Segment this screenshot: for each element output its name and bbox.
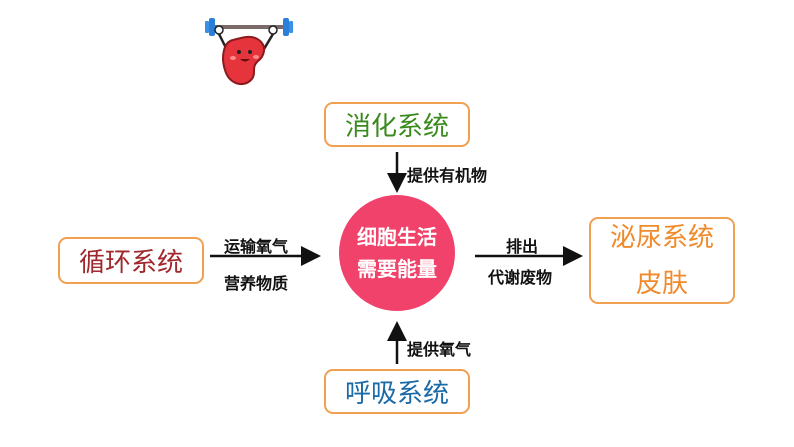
excretory-box: 泌尿系统 皮肤 bbox=[589, 217, 735, 304]
arrow-label-right-1: 排出 bbox=[506, 237, 539, 256]
arrow-label-right-2: 代谢废物 bbox=[488, 268, 553, 287]
skin-label: 皮肤 bbox=[635, 268, 688, 299]
arrow-label-top: 提供有机物 bbox=[407, 166, 488, 185]
center-line-2: 需要能量 bbox=[357, 257, 437, 281]
kidney-mascot-icon bbox=[205, 18, 293, 86]
circulatory-system-label: 循环系统 bbox=[78, 248, 183, 278]
respiratory-system-label: 呼吸系统 bbox=[344, 379, 449, 409]
respiratory-system-box: 呼吸系统 bbox=[324, 369, 470, 414]
center-line-1: 细胞生活 bbox=[357, 225, 437, 249]
digestive-system-label: 消化系统 bbox=[344, 112, 449, 142]
arrow-label-left-2: 营养物质 bbox=[224, 274, 289, 293]
circulatory-system-box: 循环系统 bbox=[58, 237, 204, 284]
center-circle: 细胞生活 需要能量 bbox=[339, 195, 455, 311]
arrow-label-left-1: 运输氧气 bbox=[224, 237, 289, 256]
urinary-system-label: 泌尿系统 bbox=[609, 222, 714, 253]
digestive-system-box: 消化系统 bbox=[324, 102, 470, 147]
arrow-label-bottom: 提供氧气 bbox=[407, 340, 472, 359]
